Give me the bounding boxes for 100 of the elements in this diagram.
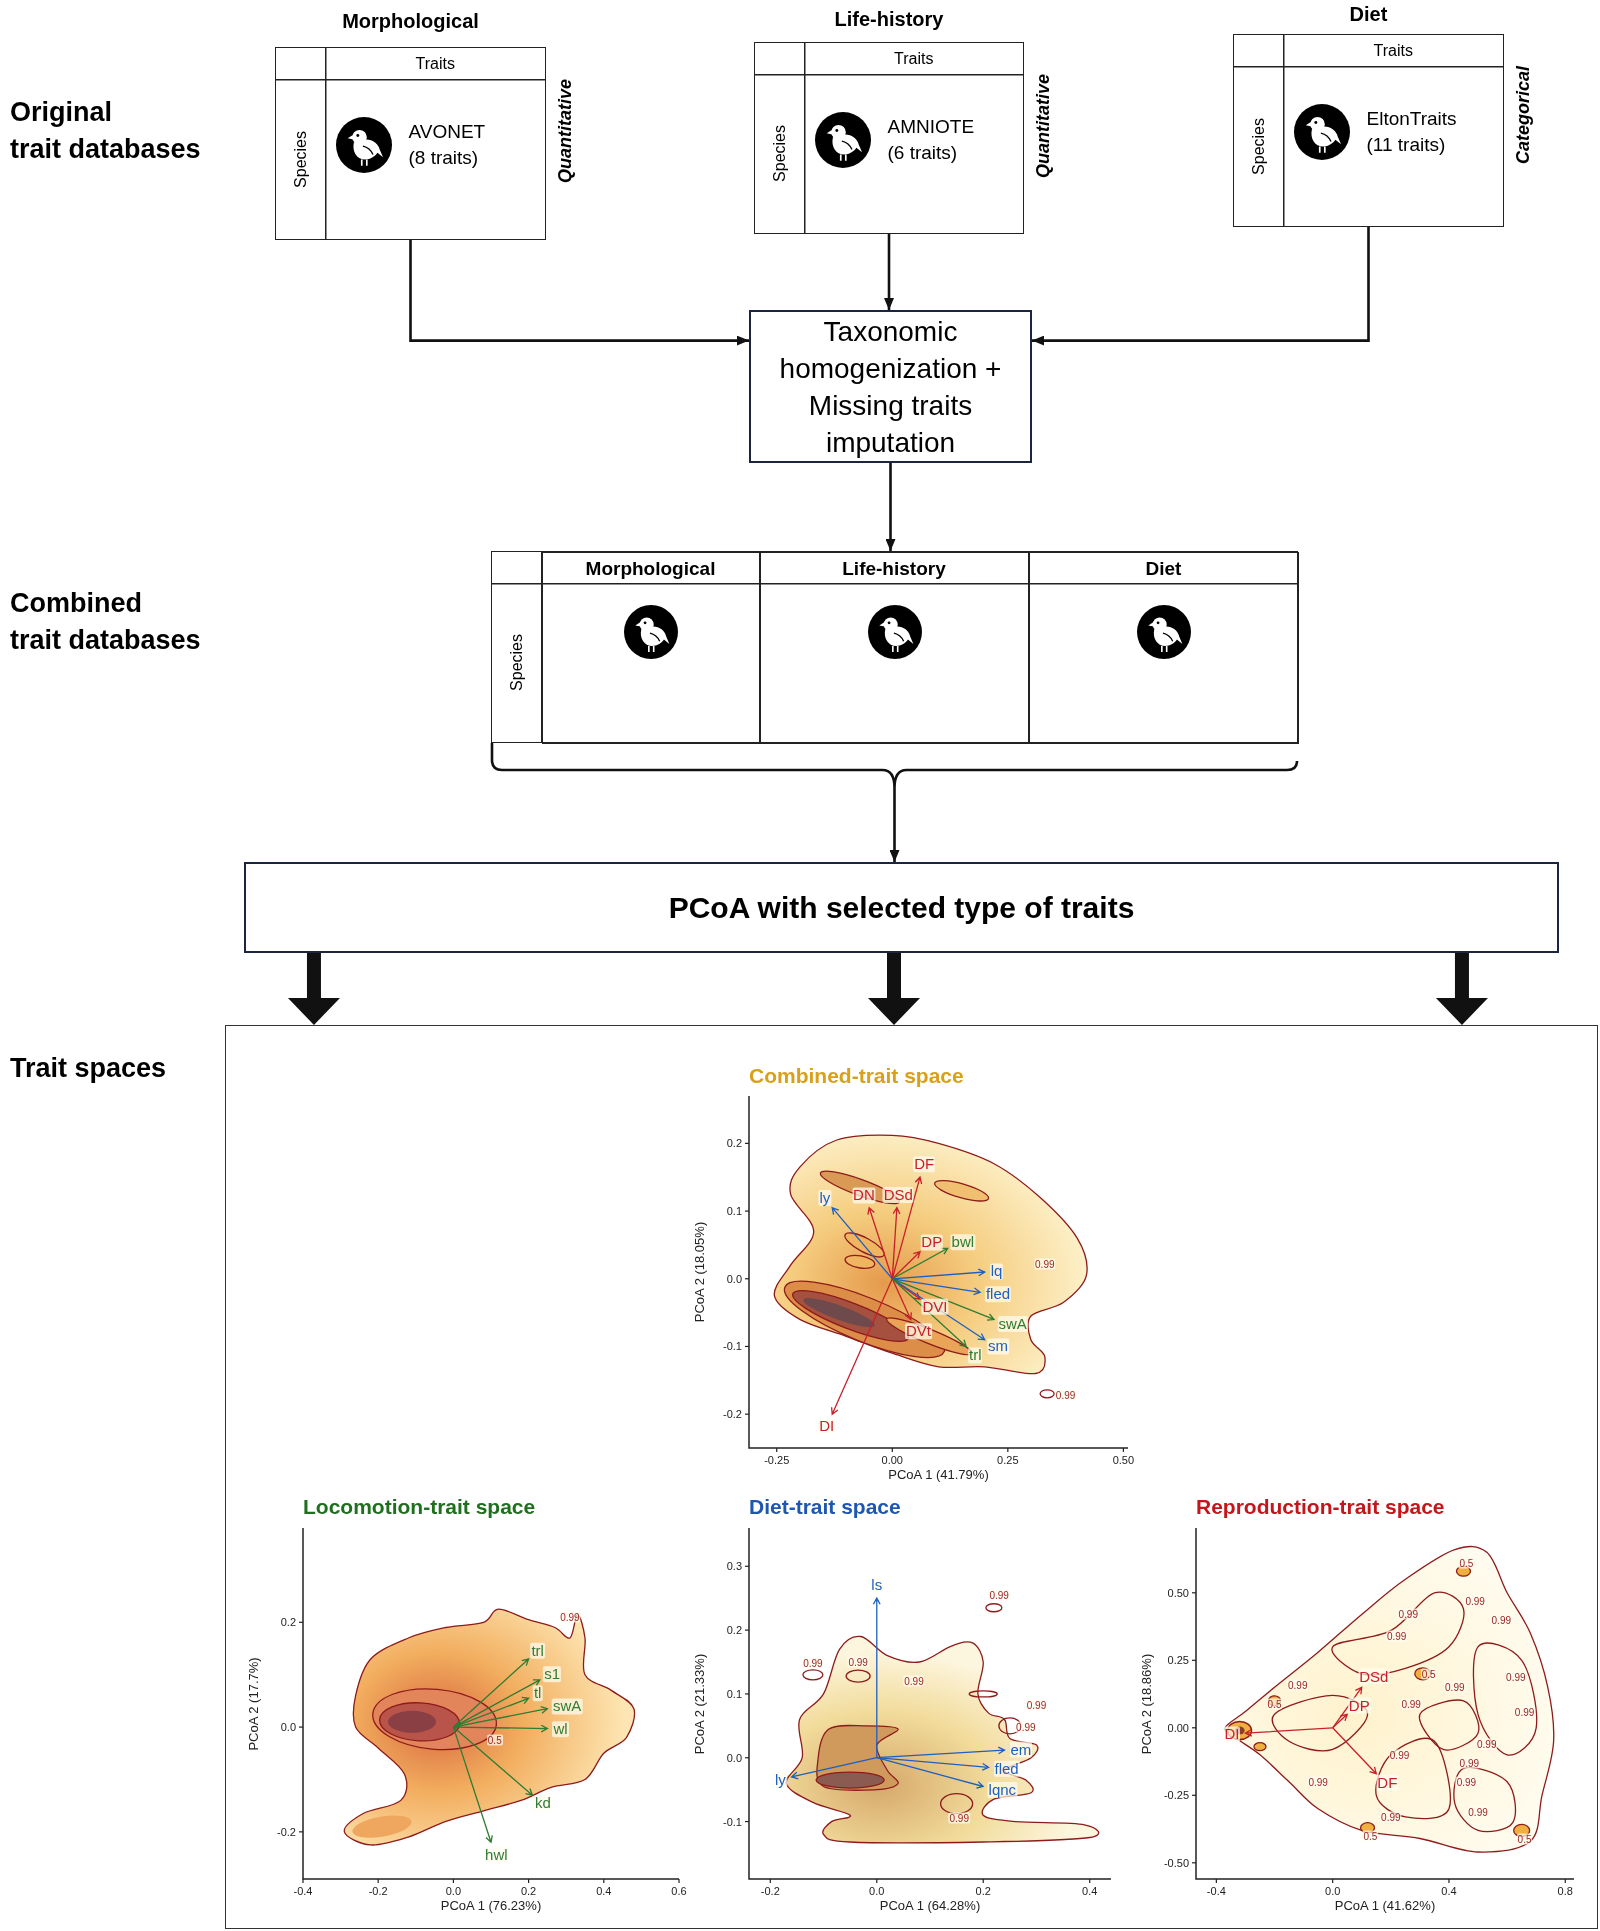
axis-title: PCoA 2 (17.7%): [246, 1656, 261, 1751]
contour-label: 0.99: [1505, 1671, 1527, 1682]
contour-label: 0.99: [988, 1589, 1010, 1601]
tick-label: 0.0: [869, 1885, 885, 1898]
column-header: Traits: [415, 54, 455, 73]
tick-label: 0.0: [726, 1272, 742, 1286]
process-box: [244, 862, 1559, 953]
contour-label: 0.99: [1388, 1749, 1411, 1761]
column-header: Diet: [1145, 557, 1182, 580]
tick-label: 0.4: [1441, 1885, 1457, 1898]
table-column: [542, 552, 760, 744]
contour-label: 0.99: [903, 1675, 925, 1687]
tick-label: 0.0: [280, 1720, 296, 1734]
tick-label: -0.1: [723, 1339, 742, 1353]
process-box: [749, 310, 1032, 463]
axis-title: PCoA 1 (76.23%): [440, 1898, 542, 1913]
contour-label: 0.99: [1444, 1681, 1466, 1693]
contour-label: 0.99: [1054, 1389, 1077, 1401]
contour-label: 0.99: [1385, 1630, 1408, 1642]
tick-label: -0.25: [764, 1454, 790, 1467]
tick-label: 0.4: [596, 1885, 612, 1898]
vector-label: DP: [1347, 1697, 1371, 1714]
tick-label: -0.25: [1163, 1788, 1189, 1802]
figure-panel: [225, 1025, 1598, 1929]
dataset-label: AVONET (8 traits): [408, 120, 486, 171]
table-title: Life-history: [834, 7, 944, 31]
tick-label: 0.2: [280, 1615, 296, 1629]
connector-arrow: [884, 234, 894, 310]
contour-label: 0.99: [1476, 1738, 1498, 1750]
data-table: [491, 551, 1298, 743]
tick-label: 0.0: [726, 1751, 742, 1765]
chart-title: Combined-trait space: [749, 1063, 964, 1088]
contour-label: 0.99: [559, 1611, 581, 1623]
process-text: Taxonomic homogenization + Missing traits imputation: [778, 314, 1003, 460]
tick-label: -0.1: [723, 1815, 742, 1829]
vector-label: DF: [913, 1156, 936, 1173]
contour-label: 0.99: [1455, 1776, 1478, 1788]
row-header: Species: [770, 125, 789, 183]
contour-label: 0.99: [1015, 1721, 1037, 1733]
process-text: PCoA with selected type of traits: [668, 889, 1135, 926]
axis-title: PCoA 2 (21.33%): [692, 1653, 707, 1754]
vector-label: DI: [1223, 1726, 1241, 1742]
tick-label: -0.4: [1206, 1885, 1226, 1898]
tick-label: -0.2: [277, 1825, 296, 1839]
tick-label: 0.0: [445, 1885, 462, 1898]
connector-arrow: [885, 463, 896, 551]
block-arrow: [1435, 953, 1488, 1025]
tick-label: 0.50: [1112, 1454, 1135, 1467]
contour-label: 0.99: [1467, 1806, 1489, 1817]
contour-label: 0.5: [1420, 1668, 1437, 1680]
contour-label: 0.99: [1464, 1595, 1486, 1607]
contour-label: 0.5: [1516, 1833, 1533, 1844]
tick-label: 0.25: [1167, 1653, 1189, 1667]
column-header: Morphological: [585, 557, 716, 580]
axis-title: PCoA 1 (41.62%): [1334, 1898, 1436, 1913]
contour-label: 0.5: [1266, 1698, 1283, 1709]
tick-label: 0.1: [726, 1687, 742, 1701]
section-label: Trait spaces: [10, 1052, 167, 1085]
contour-label: 0.99: [1025, 1699, 1048, 1711]
vector-label: DF: [1376, 1775, 1399, 1792]
contour-label: 0.5: [1362, 1830, 1379, 1842]
chart-title: Reproduction-trait space: [1196, 1494, 1445, 1519]
tick-label: 0.3: [726, 1559, 742, 1573]
block-arrow: [287, 953, 340, 1025]
contour-label: 0.99: [1034, 1258, 1056, 1270]
vector-label: fled: [993, 1760, 1020, 1777]
section-label: Combined trait databases: [10, 587, 201, 657]
contour-label: 0.5: [1458, 1557, 1475, 1569]
axis-title: PCoA 1 (64.28%): [879, 1898, 981, 1913]
tick-label: 0.00: [1167, 1721, 1189, 1735]
vector-label: trl: [530, 1642, 545, 1659]
contour-label: 0.99: [847, 1656, 869, 1668]
contour-label: 0.99: [1400, 1698, 1422, 1709]
tick-label: -0.2: [760, 1885, 780, 1898]
tick-label: -0.4: [293, 1885, 313, 1898]
vector-label: DI: [818, 1418, 836, 1435]
row-header: Species: [291, 130, 310, 188]
vector-label: ly: [774, 1771, 787, 1788]
axis-title: PCoA 2 (18.86%): [1139, 1653, 1154, 1754]
vector-label: DSd: [1358, 1668, 1390, 1685]
contour-label: 0.99: [802, 1657, 824, 1669]
contour-label: 0.99: [1513, 1706, 1536, 1718]
tick-label: 0.25: [997, 1454, 1019, 1467]
table-title: Morphological: [342, 9, 479, 33]
tick-label: 0.2: [520, 1885, 537, 1898]
contour-label: 0.99: [1287, 1679, 1309, 1691]
column-header: Traits: [894, 49, 934, 68]
tick-label: 0.1: [726, 1204, 742, 1218]
block-arrow: [868, 953, 920, 1025]
column-header: Traits: [1373, 41, 1413, 60]
vector-label: swA: [552, 1698, 583, 1715]
axis-title: PCoA 2 (18.05%): [692, 1221, 707, 1323]
tick-label: 0.0: [1325, 1885, 1341, 1898]
vector-label: em: [1009, 1741, 1033, 1758]
contour-label: 0.99: [1458, 1757, 1481, 1769]
dataset-label: AMNIOTE (6 traits): [887, 114, 975, 165]
contour-label: 0.99: [1490, 1614, 1513, 1626]
table-column: [1029, 552, 1299, 744]
vector-label: ls: [870, 1577, 884, 1594]
vector-label: hwl: [484, 1846, 509, 1863]
